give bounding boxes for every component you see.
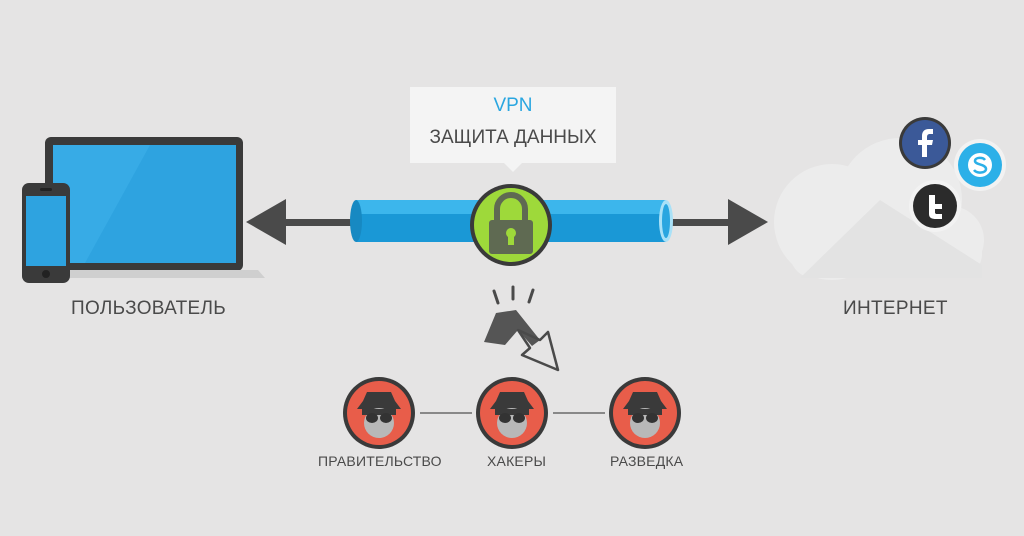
callout-title: VPN <box>493 95 533 116</box>
callout-subtitle: ЗАЩИТА ДАННЫХ <box>429 127 597 148</box>
internet-label: ИНТЕРНЕТ <box>843 298 948 319</box>
threat-label-intelligence: РАЗВЕДКА <box>610 453 684 469</box>
skype-icon <box>954 139 1006 191</box>
vpn-callout: VPN ЗАЩИТА ДАННЫХ <box>410 87 616 172</box>
right-arrow-icon <box>665 199 768 245</box>
spy-icon-hackers <box>476 377 548 449</box>
spy-icon-intelligence <box>609 377 681 449</box>
lock-icon <box>470 184 552 266</box>
threat-label-government: ПРАВИТЕЛЬСТВО <box>318 453 442 469</box>
user-label: ПОЛЬЗОВАТЕЛЬ <box>71 298 227 319</box>
facebook-icon <box>899 117 951 169</box>
intercept-arrow-icon <box>484 310 560 372</box>
threat-label-hackers: ХАКЕРЫ <box>487 453 547 469</box>
laptop-icon <box>23 137 265 278</box>
spy-icon-government <box>343 377 415 449</box>
twitter-icon <box>909 180 961 232</box>
left-arrow-icon <box>246 199 360 245</box>
leak-rays <box>492 285 535 305</box>
phone-icon <box>22 183 70 283</box>
